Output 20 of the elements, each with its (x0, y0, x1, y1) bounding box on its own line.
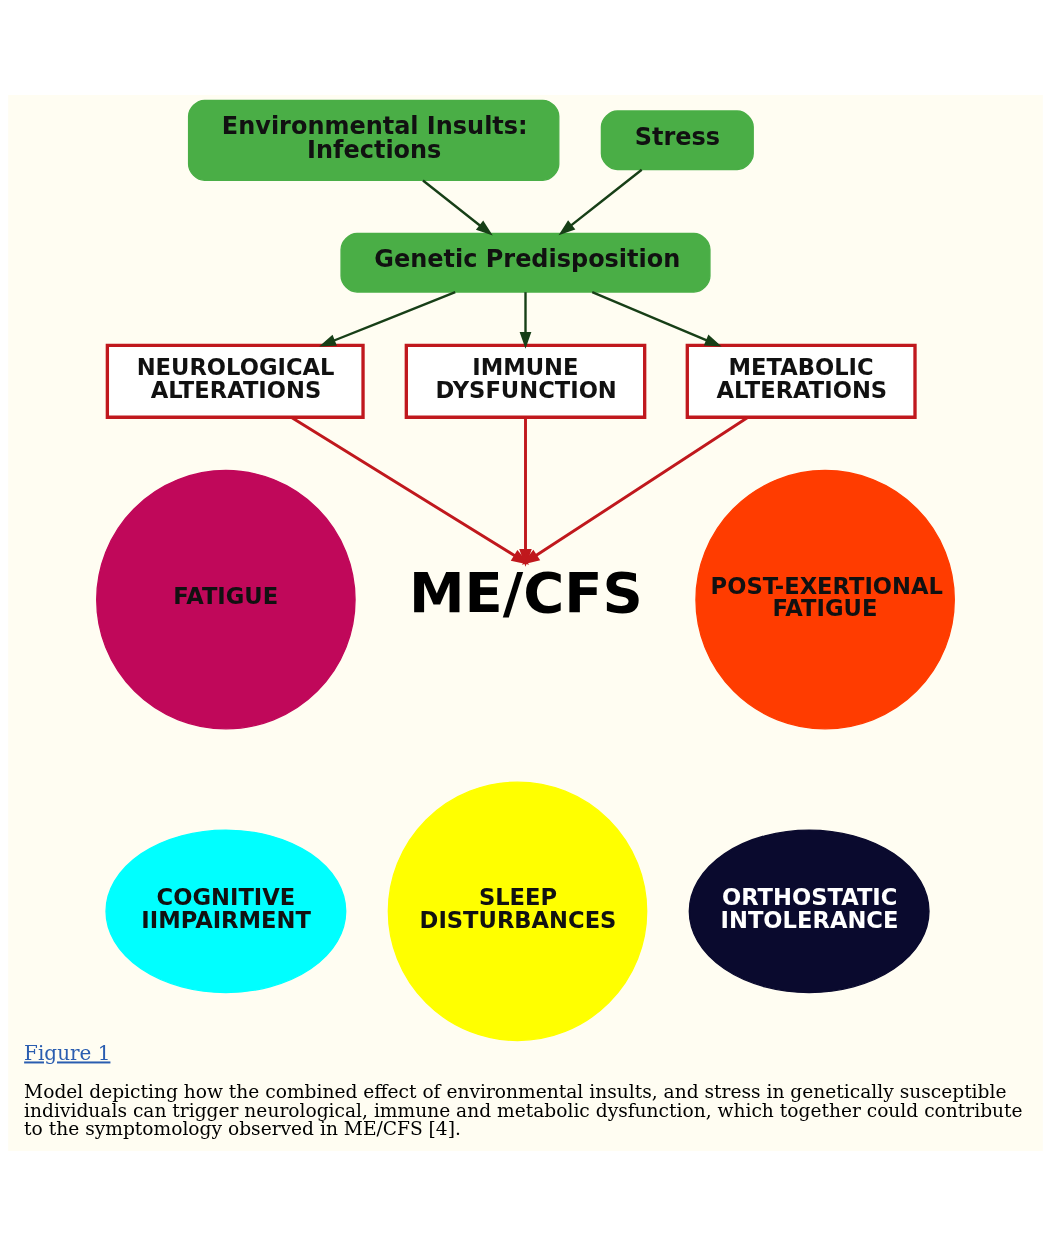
node-box: IMMUNE DYSFUNCTION (404, 343, 647, 419)
arrow (558, 168, 643, 235)
node-circle: SLEEP DISTURBANCES (387, 780, 648, 1041)
arrow (519, 291, 532, 349)
arrow (319, 290, 456, 346)
caption: Model depicting how the combined effect of environmental insults, and stress in genetically susceptible individuals can trigger neurological, immune and metabolic dysfunction, which together could contribute to the symptomology observed in ME/CFS [4]. (24, 1080, 1023, 1139)
node-text: ME/CFS (408, 559, 643, 625)
node-box: METABOLIC ALTERATIONS (685, 343, 917, 419)
node-ellipse: COGNITIVE IIMPAIRMENT (105, 828, 347, 993)
diagram-title: Figure 1 (24, 1040, 111, 1065)
arrow (519, 416, 532, 567)
node-circle: FATIGUE (96, 469, 356, 730)
node-box: Genetic Predisposition (340, 232, 711, 293)
node-box: Environmental Insults: Infections (187, 99, 560, 181)
arrow (591, 290, 722, 347)
node-circle: POST-EXERTIONAL FATIGUE (695, 469, 955, 730)
arrow (422, 179, 493, 236)
node-box: Stress (600, 109, 754, 170)
node-box: NEUROLOGICAL ALTERATIONS (105, 343, 365, 419)
node-ellipse: ORTHOSTATIC INTOLERANCE (688, 828, 930, 993)
